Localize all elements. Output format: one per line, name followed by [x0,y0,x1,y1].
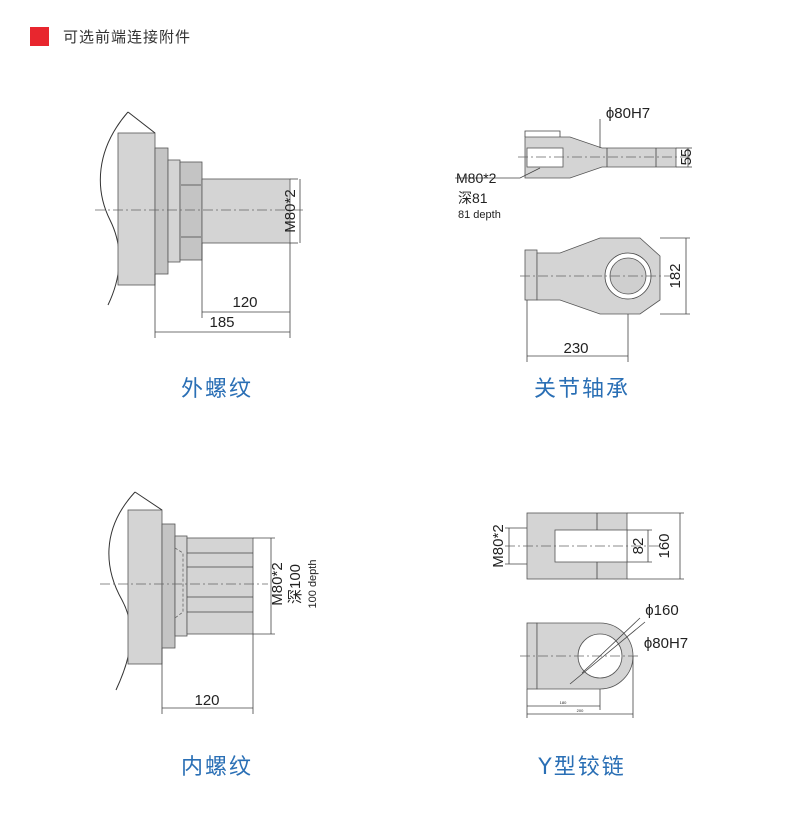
depth-cn-label-internal: 深100 [287,564,304,604]
caption-joint-bearing: 关节轴承 [534,377,630,402]
caption-y-hinge: Y型铰链 [537,755,625,780]
thread-label-internal: M80*2 [269,562,286,605]
dimension-182: 182 [667,263,684,288]
depth-cn-label: 深81 [458,190,488,206]
dimension-120: 120 [232,294,257,311]
bore-label: ϕ80H7 [606,105,650,122]
dimension-230: 230 [563,340,588,357]
section-header: 可选前端连接附件 [30,25,191,47]
dimension-55: 55 [678,149,695,166]
small-dimension-2: 200 [577,708,584,713]
caption-external-thread: 外螺纹 [181,377,253,402]
joint-bearing-drawing [455,119,692,362]
dimension-185: 185 [209,314,234,331]
external-thread-drawing [95,111,305,338]
thread-label-hinge: M80*2 [490,524,507,567]
dimension-82: 82 [630,538,647,555]
dimension-120-internal: 120 [194,692,219,709]
depth-en-label-internal: 100 depth [307,560,319,609]
depth-en-label: 81 depth [458,209,501,221]
red-square-icon [30,26,49,46]
dimension-160: 160 [656,533,673,558]
internal-thread-drawing [100,491,275,714]
thread-label-bearing: M80*2 [456,170,497,186]
thread-label: M80*2 [282,189,299,232]
bore-label-hinge: ϕ80H7 [644,635,688,652]
caption-internal-thread: 内螺纹 [181,755,253,780]
outer-diameter-label: ϕ160 [645,602,678,619]
section-title: 可选前端连接附件 [63,27,192,46]
small-dimension-1: 180 [560,700,567,705]
y-hinge-drawing [505,512,684,718]
